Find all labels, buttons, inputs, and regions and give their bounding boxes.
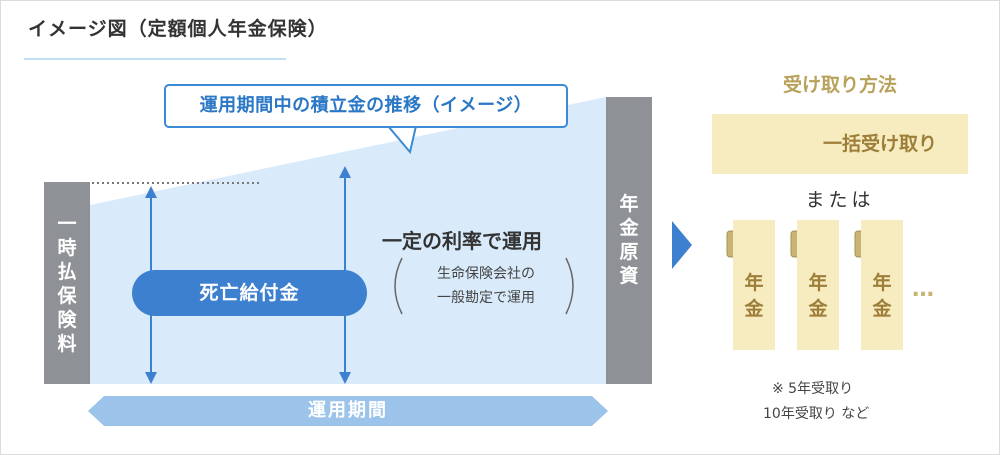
next-arrow-icon	[672, 221, 692, 269]
annuity-label-char: 年	[744, 272, 764, 294]
annuity-card	[733, 220, 775, 350]
annuity-label-char: 金	[744, 298, 764, 320]
lump-sum-box	[712, 114, 968, 174]
premium-bar	[44, 182, 90, 384]
principal-label-char: 資	[619, 265, 639, 287]
annuity-label: 年 金	[733, 270, 775, 322]
death-benefit-pill: 死亡給付金	[132, 270, 367, 316]
premium-label-char: 険	[57, 309, 77, 331]
note-paren-left	[394, 257, 403, 315]
premium-label-char: 料	[57, 333, 77, 355]
annuity-label-char: 年	[808, 272, 828, 294]
receipt-note-line: ※ 5年受取り	[772, 381, 854, 397]
annuity-label-char: 金	[872, 298, 892, 320]
usage-title: 一定の利率で運用	[382, 229, 542, 253]
premium-label-char: 保	[57, 285, 77, 307]
more-dots: …	[912, 277, 937, 302]
period-label: 運用期間	[308, 400, 388, 421]
premium-label-char: 払	[57, 261, 77, 283]
annuity-label-char: 年	[872, 272, 892, 294]
lump-sum-label: 一括受け取り	[822, 133, 937, 155]
annuity-label: 年 金	[797, 270, 839, 322]
principal-label-char: 原	[619, 241, 639, 263]
or-label: または	[805, 189, 875, 211]
receipt-note-line: 10年受取り など	[763, 406, 870, 422]
premium-label: 一 時 払 保 険 料	[44, 212, 90, 356]
period-bar	[88, 396, 608, 426]
usage-note-line: 一般勘定で運用	[437, 290, 535, 306]
title-underline	[24, 58, 286, 60]
premium-label-char: 時	[57, 237, 77, 259]
usage-note: 生命保険会社の 一般勘定で運用	[412, 262, 560, 310]
principal-label-char: 年	[619, 193, 639, 215]
annuity-label: 年 金	[861, 270, 903, 322]
annuity-label-char: 金	[808, 298, 828, 320]
note-paren-right	[565, 257, 574, 315]
annuity-card	[861, 220, 903, 350]
premium-label-char: 一	[57, 213, 77, 235]
receipt-title: 受け取り方法	[782, 74, 897, 96]
fund-trend-callout: 運用期間中の積立金の推移（イメージ）	[164, 84, 568, 128]
principal-bar	[606, 97, 652, 384]
principal-label-char: 金	[619, 217, 639, 239]
usage-note-line: 生命保険会社の	[437, 266, 535, 282]
principal-label: 年 金 原 資	[606, 192, 652, 288]
page-title: イメージ図（定額個人年金保険）	[28, 18, 328, 40]
annuity-card	[797, 220, 839, 350]
